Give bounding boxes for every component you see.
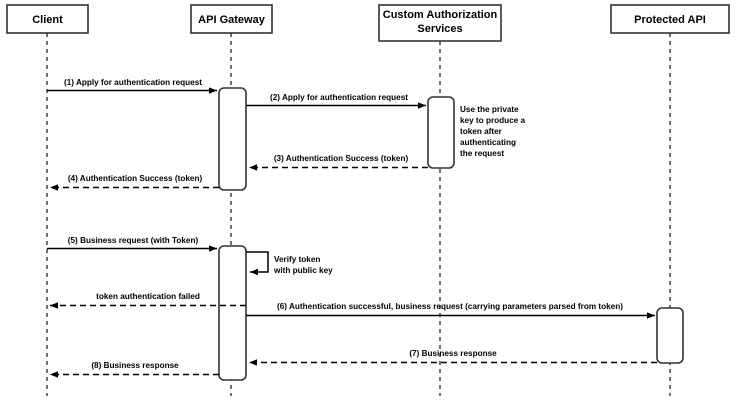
message-5-business-request-with-token[interactable]: (5) Business request (with Token) [47,236,217,252]
activation-custom-auth [427,96,455,169]
note-private-key-line-1: Use the private [460,105,519,114]
message-7-business-response[interactable]: (7) Business response [249,349,657,366]
message-1-label: (1) Apply for authentication request [64,78,202,87]
participant-label-api-gateway: API Gateway [198,14,266,26]
note-private-key-line-5: the request [460,149,504,158]
activation-api-gateway-auth [218,87,247,191]
message-4-authentication-success-token[interactable]: (4) Authentication Success (token) [50,174,219,191]
participant-label-custom-auth-line2: Services [417,23,462,35]
participant-label-custom-auth-line1: Custom Authorization [383,9,498,21]
participant-label-client: Client [32,14,63,26]
participant-protected-api[interactable]: Protected API [610,4,730,34]
message-3-authentication-success-token[interactable]: (3) Authentication Success (token) [249,154,428,171]
activation-api-gateway-business [218,245,247,381]
message-8-label: (8) Business response [91,361,179,370]
activation-protected-api [656,307,684,364]
message-self-verify-token[interactable]: Verify token with public key [246,251,333,276]
note-private-key-line-3: token after [460,127,503,136]
message-6-label: (6) Authentication successful, business … [277,302,623,311]
participant-label-protected-api: Protected API [634,14,706,26]
message-token-auth-failed-label: token authentication failed [96,292,200,301]
message-4-label: (4) Authentication Success (token) [68,174,203,183]
message-6-authentication-successful-business-request[interactable]: (6) Authentication successful, business … [246,302,655,319]
message-self-label-line1: Verify token [274,255,320,264]
lifelines-group [46,33,671,396]
participant-custom-auth[interactable]: Custom Authorization Services [378,4,502,42]
message-3-label: (3) Authentication Success (token) [274,154,409,163]
message-2-apply-for-authentication-request[interactable]: (2) Apply for authentication request [246,93,426,109]
message-self-label-line2: with public key [273,266,333,275]
message-1-apply-for-authentication-request[interactable]: (1) Apply for authentication request [47,78,217,94]
note-private-key-line-2: key to produce a [460,116,526,125]
message-8-business-response[interactable]: (8) Business response [50,361,219,378]
message-7-label: (7) Business response [409,349,497,358]
note-private-key: Use the private key to produce a token a… [460,105,526,158]
message-2-label: (2) Apply for authentication request [270,93,408,102]
participant-api-gateway[interactable]: API Gateway [190,4,273,34]
note-private-key-line-4: authenticating [460,138,516,147]
message-token-authentication-failed[interactable]: token authentication failed [50,292,246,309]
participant-client[interactable]: Client [6,4,89,34]
message-5-label: (5) Business request (with Token) [68,236,199,245]
